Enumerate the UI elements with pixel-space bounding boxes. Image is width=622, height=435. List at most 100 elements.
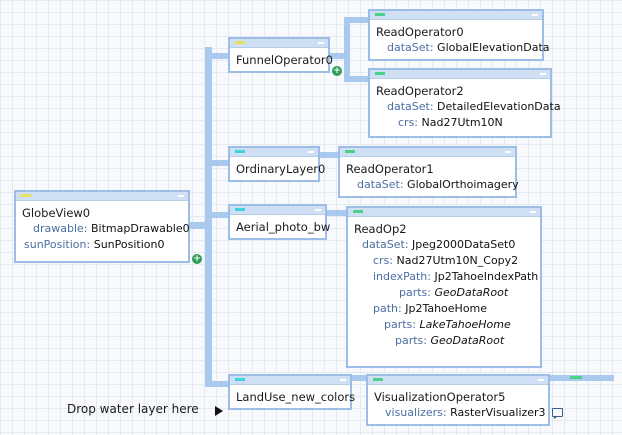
node-read-operator2[interactable]: ReadOperator2 dataSet: DetailedElevation…: [368, 68, 561, 138]
node-read-operator0[interactable]: ReadOperator0 dataSet: GlobalElevationDa…: [368, 9, 550, 61]
node-property[interactable]: visualizers: RasterVisualizer3: [374, 405, 564, 421]
node-property[interactable]: path: Jp2TahoeHome: [354, 301, 534, 317]
node-header[interactable]: [230, 39, 328, 48]
node-title: FunnelOperator0: [236, 53, 333, 67]
funnel-branch-wire: [344, 20, 350, 81]
property-key: dataSet:: [387, 100, 434, 113]
node-header[interactable]: [16, 192, 188, 201]
node-globe-view[interactable]: GlobeView0 drawable: BitmapDrawable0 sun…: [14, 190, 190, 263]
node-grip-icon: [505, 151, 511, 153]
property-value: Jpeg2000DataSet0: [412, 238, 516, 251]
property-value: GlobalElevationData: [437, 41, 550, 54]
node-type-tag: [235, 378, 245, 381]
node-type-tag: [235, 208, 245, 211]
node-grip-icon: [540, 73, 546, 75]
node-grip-icon: [318, 42, 324, 44]
property-key: dataSet:: [357, 178, 404, 191]
node-property[interactable]: dataSet: GlobalOrthoimagery: [346, 177, 519, 193]
property-value: DetailedElevationData: [437, 100, 561, 113]
node-property[interactable]: drawable: BitmapDrawable0: [22, 221, 190, 237]
visop-output-tag: [570, 376, 582, 379]
add-child-icon[interactable]: +: [192, 254, 202, 264]
node-visualization-operator[interactable]: VisualizationOperator5 visualizers: Rast…: [366, 374, 564, 426]
node-property[interactable]: indexPath: Jp2TahoeIndexPath: [354, 269, 538, 285]
branch-to-read0-wire: [344, 17, 368, 23]
node-funnel-operator[interactable]: FunnelOperator0: [228, 37, 333, 73]
trunk-to-landuse-wire: [205, 381, 229, 387]
comment-icon[interactable]: [552, 408, 564, 419]
drop-hint-label: Drop water layer here: [67, 402, 199, 416]
property-key: dataSet:: [387, 41, 434, 54]
property-key: visualizers:: [385, 406, 447, 419]
node-title: LandUse_new_colors: [236, 390, 356, 404]
node-type-tag: [235, 150, 245, 153]
node-property[interactable]: sunPosition: SunPosition0: [22, 237, 182, 253]
aerial-to-readop2-wire: [327, 210, 347, 216]
property-value: LakeTahoeHome: [419, 318, 511, 331]
node-ordinary-layer[interactable]: OrdinaryLayer0: [228, 146, 326, 182]
property-key: sunPosition:: [24, 238, 91, 251]
node-property[interactable]: dataSet: GlobalElevationData: [376, 40, 550, 56]
node-landuse[interactable]: LandUse_new_colors: [228, 374, 356, 410]
node-read-operator1[interactable]: ReadOperator1 dataSet: GlobalOrthoimager…: [338, 146, 519, 198]
node-property[interactable]: parts: LakeTahoeHome: [354, 317, 534, 333]
property-key: indexPath:: [373, 270, 431, 283]
node-property[interactable]: crs: Nad27Utm10N: [376, 115, 544, 131]
property-key: parts:: [395, 334, 427, 347]
node-title: ReadOperator0: [376, 25, 464, 39]
node-grip-icon: [308, 151, 314, 153]
node-grip-icon: [538, 379, 544, 381]
property-key: parts:: [399, 286, 431, 299]
node-type-tag: [373, 378, 383, 381]
property-value: Jp2TahoeHome: [405, 302, 488, 315]
property-value: RasterVisualizer3: [450, 406, 546, 419]
node-title: GlobeView0: [22, 206, 91, 220]
node-title: Aerial_photo_bw: [236, 220, 331, 234]
node-header[interactable]: [368, 376, 548, 385]
property-value: GeoDataRoot: [430, 334, 505, 347]
node-header[interactable]: [370, 11, 542, 20]
node-property[interactable]: dataSet: Jpeg2000DataSet0: [354, 237, 534, 253]
node-header[interactable]: [230, 376, 350, 385]
node-type-tag: [345, 150, 355, 153]
property-value: BitmapDrawable0: [91, 222, 190, 235]
node-grip-icon: [315, 209, 321, 211]
node-title: ReadOperator1: [346, 162, 434, 176]
property-value: SunPosition0: [93, 238, 165, 251]
globe-to-trunk-wire: [190, 222, 210, 229]
ordinary-to-read1-wire: [320, 152, 338, 158]
node-property[interactable]: parts: GeoDataRoot: [354, 285, 534, 301]
property-key: crs:: [398, 116, 419, 129]
node-title: OrdinaryLayer0: [236, 162, 326, 176]
property-key: crs:: [373, 254, 394, 267]
node-header[interactable]: [340, 148, 515, 157]
node-header[interactable]: [230, 206, 325, 215]
node-aerial-photo[interactable]: Aerial_photo_bw: [228, 204, 331, 240]
add-child-icon[interactable]: +: [332, 66, 342, 76]
node-grip-icon: [178, 195, 184, 197]
node-header[interactable]: [348, 208, 540, 217]
node-header[interactable]: [370, 70, 550, 79]
property-value: Nad27Utm10N_Copy2: [396, 254, 519, 267]
node-property[interactable]: crs: Nad27Utm10N_Copy2: [354, 253, 534, 269]
property-value: GlobalOrthoimagery: [407, 178, 519, 191]
trunk-to-ordinary-wire: [205, 160, 229, 166]
node-property[interactable]: dataSet: DetailedElevationData: [376, 99, 561, 115]
property-key: path:: [373, 302, 402, 315]
node-grip-icon: [530, 211, 536, 213]
node-grip-icon: [532, 14, 538, 16]
property-value: Nad27Utm10N: [421, 116, 503, 129]
property-value: Jp2TahoeIndexPath: [434, 270, 539, 283]
node-type-tag: [375, 72, 385, 75]
node-type-tag: [353, 210, 363, 213]
node-header[interactable]: [230, 148, 318, 157]
node-grip-icon: [340, 379, 346, 381]
node-property[interactable]: parts: GeoDataRoot: [354, 333, 534, 349]
node-read-op2[interactable]: ReadOp2 dataSet: Jpeg2000DataSet0 crs: N…: [346, 206, 542, 368]
property-key: drawable:: [33, 222, 88, 235]
branch-to-read2-wire: [344, 76, 368, 82]
node-type-tag: [235, 41, 245, 44]
node-title: ReadOperator2: [376, 84, 464, 98]
funnel-to-read0-wire: [330, 53, 347, 59]
